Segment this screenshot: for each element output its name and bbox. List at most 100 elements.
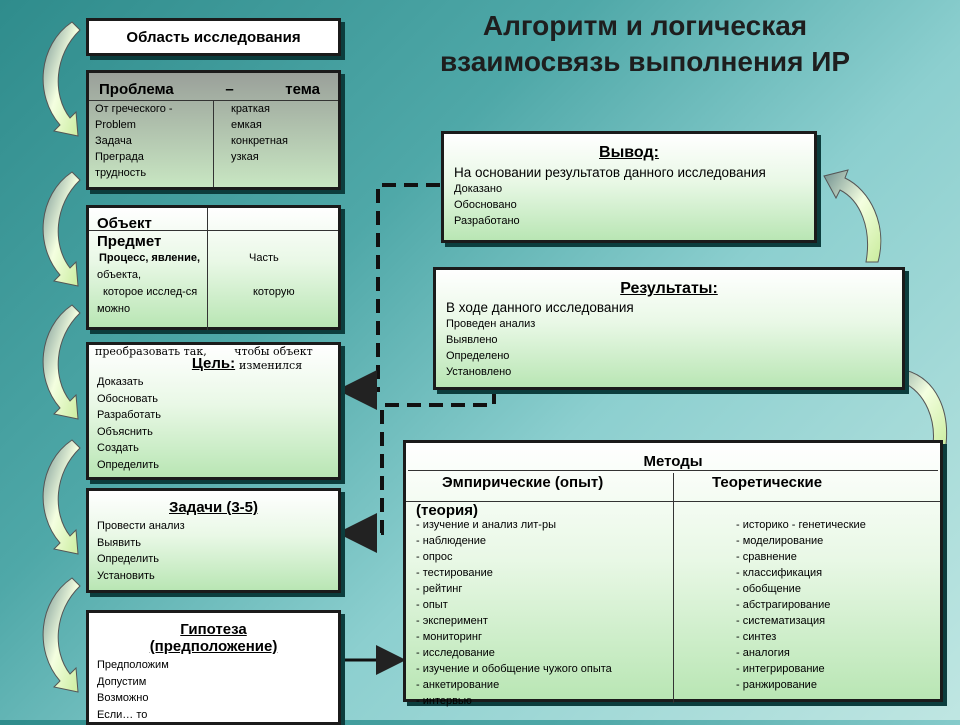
subject-text: которую	[253, 286, 295, 298]
problem-row: Problem емкая	[95, 117, 332, 133]
methods-divider	[673, 473, 674, 703]
overflow-text: преобразовать так,	[95, 345, 207, 358]
goals-heading: Цель:	[191, 355, 236, 372]
methods-box: Методы Эмпирические (опыт) Теоретические…	[403, 440, 943, 707]
theoretical-method: - классификация	[736, 567, 823, 579]
empirical-method: - опыт	[416, 599, 448, 611]
result-item: Определено	[446, 350, 510, 362]
result-item: Выявлено	[446, 334, 498, 346]
object-lines: Процесс, явление,Часть объекта, которое ис…	[89, 250, 338, 318]
task-item: Выявить	[97, 536, 141, 549]
methods-columns: Эмпирические (опыт) Теоретические	[406, 471, 940, 493]
task-item: Установить	[97, 569, 155, 582]
theoretical-method: - сравнение	[736, 551, 797, 563]
problem-term: трудность	[95, 167, 147, 179]
empirical-method: - рейтинг	[416, 583, 463, 595]
methods-row: - опрос - сравнение	[416, 549, 930, 565]
dashed-connector	[337, 183, 440, 410]
object-line: объекта,	[97, 267, 330, 284]
problem-term: Problem	[95, 119, 136, 131]
empirical-method: - изучение и обобщение чужого опыта	[416, 663, 612, 675]
problem-property: узкая	[231, 151, 259, 163]
curved-arrow-icon	[42, 21, 81, 137]
object-heading: Объект	[89, 208, 338, 232]
hypothesis-heading: Гипотеза	[180, 621, 247, 638]
curved-arrow-icon	[42, 577, 81, 693]
theoretical-method: - систематизация	[736, 615, 826, 627]
conclusion-item: Разработано	[454, 215, 520, 227]
theoretical-method: - обобщение	[736, 583, 801, 595]
methods-row: - рейтинг - обобщение	[416, 581, 930, 597]
methods-heading: Методы	[408, 443, 938, 471]
problem-property: краткая	[231, 103, 270, 115]
object-overflow-line: преобразовать так, чтобы объект	[95, 345, 313, 358]
overflow-text: изменился	[239, 359, 303, 372]
methods-row: - изучение и обобщение чужого опыта - инт…	[416, 661, 930, 677]
overflow-text: чтобы объект	[234, 345, 313, 358]
methods-table: - изучение и анализ лит-ры - историко - г…	[406, 517, 940, 709]
empirical-method: - изучение и анализ лит-ры	[416, 519, 556, 531]
object-line: Процесс, явление,Часть	[97, 250, 330, 267]
problem-row: трудность	[95, 165, 332, 181]
empirical-method: - интервью	[416, 695, 472, 707]
empirical-heading: Эмпирические (опыт)	[442, 474, 604, 491]
empirical-method: - тестирование	[416, 567, 493, 579]
conclusion-box: Вывод: На основании результатов данного …	[441, 131, 817, 243]
curved-arrow-icon	[42, 439, 81, 555]
dashed-connector	[337, 390, 496, 553]
research-area-label: Область исследования	[126, 29, 301, 46]
theoretical-method: - моделирование	[736, 535, 824, 547]
theoretical-method: - ранжирование	[736, 679, 817, 691]
subject-text: Часть	[249, 252, 279, 264]
problem-term: Преграда	[95, 151, 144, 163]
page-title: Алгоритм и логическая взаимосвязь выполн…	[439, 10, 851, 77]
hypothesis-item: Допустим	[97, 675, 147, 688]
empirical-method: - эксперимент	[416, 615, 488, 627]
theoretical-method: - синтез	[736, 631, 777, 643]
results-box: Результаты: В ходе данного исследования …	[433, 267, 905, 390]
hypothesis-item: Если… то	[97, 708, 148, 721]
theoretical-method: - аналогия	[736, 647, 790, 659]
theoretical-method: - интегрирование	[736, 663, 825, 675]
problem-row: Преграда узкая	[95, 149, 332, 165]
goals-box: преобразовать так, чтобы объект изменилс…	[86, 342, 341, 480]
conclusion-heading: Вывод:	[599, 144, 659, 161]
goal-item: Объяснить	[97, 425, 153, 438]
object-divider	[207, 208, 208, 330]
problem-header: Проблема – тема	[89, 73, 338, 101]
methods-row: - интервью	[416, 693, 930, 709]
problem-property: емкая	[231, 119, 262, 131]
empirical-method: - опрос	[416, 551, 453, 563]
research-area-box: Область исследования	[86, 18, 341, 56]
problem-divider	[213, 101, 214, 187]
theoretical-method: - абстрагирование	[736, 599, 831, 611]
empirical-method: - анкетирование	[416, 679, 500, 691]
goal-item: Определить	[97, 458, 160, 471]
subject-heading: Предмет	[97, 233, 162, 250]
problem-head-mid: –	[225, 81, 234, 98]
methods-row: - тестирование - классификация	[416, 565, 930, 581]
object-text: можно	[97, 303, 131, 315]
object-text: объекта,	[97, 269, 142, 281]
curved-arrow-icon	[823, 169, 882, 263]
empirical-method: - мониторинг	[416, 631, 482, 643]
task-item: Провести анализ	[97, 520, 185, 532]
hypothesis-item: Возможно	[97, 692, 149, 704]
goal-item: Доказать	[97, 376, 144, 388]
problem-term: От греческого -	[95, 103, 173, 115]
results-text: В ходе данного исследования	[446, 300, 634, 315]
problem-head-left: Проблема	[99, 81, 174, 98]
tasks-heading: Задачи (3-5)	[169, 499, 258, 516]
empirical-method: - наблюдение	[416, 535, 487, 547]
hypothesis-subheading: (предположение)	[149, 638, 278, 655]
problem-row: От греческого - краткая	[95, 101, 332, 117]
theoretical-method: - историко - генетические	[736, 519, 866, 531]
goal-item: Создать	[97, 442, 139, 454]
